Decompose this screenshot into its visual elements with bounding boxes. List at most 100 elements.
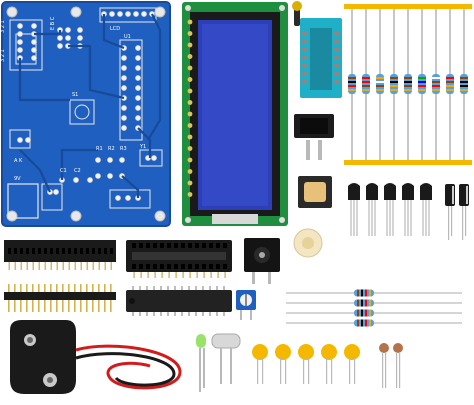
ic-pin [160,312,162,316]
socket-hole [181,264,185,269]
resistors-vertical [348,9,468,160]
solder-pad [121,125,127,131]
resistor-tape-frame [344,4,472,165]
solder-pad [17,47,23,53]
resistor-band [348,77,356,79]
solder-pad [141,11,147,17]
socket-pin [224,272,226,278]
pcb-label: R1 [96,146,103,152]
small-capacitors [379,343,403,388]
pcb-trace [68,44,125,100]
resistor-band [348,85,356,87]
small-cap-lead [382,352,384,388]
header-hole [86,248,89,254]
header-pin [32,262,34,270]
transistor-lead [356,200,358,236]
solder-pad [135,85,141,91]
socket-hole [146,264,150,269]
solder-pad [95,173,101,179]
resistor-band [365,309,367,317]
header-pin [98,284,100,292]
resistor-band [369,299,371,307]
solder-pad [53,189,59,195]
socket-hole [139,243,143,248]
socket-hole [132,243,136,248]
ceramic-cap-lead [349,358,351,384]
header-pin [26,262,28,270]
pcb-label: LCD [110,26,120,32]
ic-pin [174,312,176,316]
tactile-push-button [298,176,332,208]
pcb-silkscreen: 3 2 1 3 2 1 E B C A K LCD R1 R2 R3 C1 C2… [0,16,146,182]
header-hole [26,248,29,254]
resistor-band [418,85,426,87]
header-pin [20,300,22,312]
header-pin [110,262,112,270]
header-pin [44,262,46,270]
rocker-switch [294,114,334,160]
trimmer-potentiometer [236,290,256,320]
ic-footprint [9,19,43,71]
female-header-holes [8,248,113,270]
solder-pad [107,173,113,179]
socket-hole [167,243,171,248]
header-pin [20,262,22,270]
solder-pad [121,65,127,71]
header-hole [80,248,83,254]
ic-pin [132,286,134,290]
socket-hole [216,264,220,269]
resistor-band [404,85,412,87]
socket-hole [209,264,213,269]
solder-pad [17,31,23,37]
pcb-trace [60,148,98,180]
socket-pin [182,272,184,278]
ic-pin [146,286,148,290]
zif-contact [302,40,308,43]
lcd-pin [187,111,193,117]
header-pin [68,284,70,292]
ic-pin [195,312,197,316]
solder-pad [73,177,79,183]
resistor-band [362,81,370,83]
resistor-band [432,81,440,83]
header-pin [98,262,100,270]
header-hole [14,248,17,254]
socket-hole [181,243,185,248]
ic-pin [181,286,183,290]
solder-pad [135,65,141,71]
header-pin [32,300,34,312]
header-pin [68,262,70,270]
resistor-band [376,89,384,91]
transistor-lead [389,200,391,236]
resistor-band [369,309,371,317]
zif-contact [334,32,340,35]
ic-pin [188,286,190,290]
lcd-pin [187,88,193,94]
pcb-label: 3 2 1 [0,20,6,33]
small-cap-lead [399,352,401,388]
header-pin [8,262,10,270]
resistor-band [404,89,412,91]
ic-pin [132,312,134,316]
resistor-band [365,299,367,307]
socket-pin [140,272,142,278]
socket-hole [153,243,157,248]
electrolytic-stripe [452,186,454,204]
pcb-label: R3 [120,146,127,152]
resistor-band [357,299,359,307]
electrolytic-lead [451,206,453,236]
resistor-band [376,77,384,79]
zif-contact [334,72,340,75]
lcd-pin [187,19,193,25]
male-header [4,292,116,300]
header-hole [44,248,47,254]
header-pin [74,300,76,312]
header-pin [86,262,88,270]
resistor-band [460,81,468,83]
header-pin [98,300,100,312]
socket-hole [223,243,227,248]
ic-pin [216,286,218,290]
pcb-trace [137,127,152,158]
lcd-pin [187,169,193,174]
socket-hole [174,264,178,269]
